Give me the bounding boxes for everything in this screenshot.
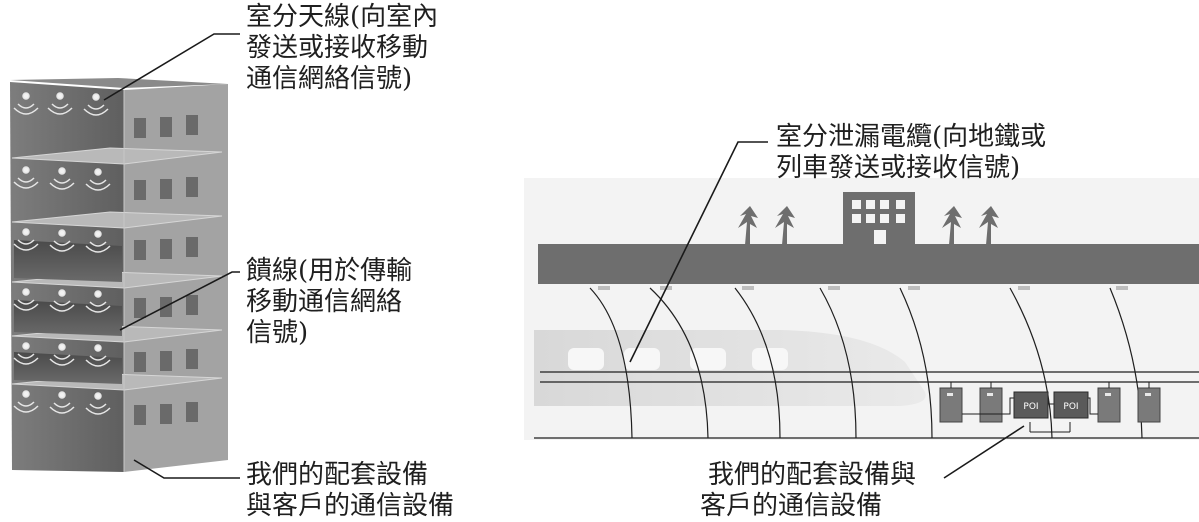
city-skyline [738,192,999,245]
poi-label: POI [1063,402,1078,412]
cable-leader-line [629,141,768,363]
antenna-row-4 [13,288,111,313]
tunnel-arches [589,287,1143,439]
antenna-row-5 [13,342,111,367]
equipment-cabinets [939,382,1161,433]
building-equipment-label: 我們的配套設備與客戶的通信設備 [246,460,455,521]
tunnel-illustration: POI POI [524,178,1199,440]
feeder-leader-line [119,271,240,331]
ground-band [538,244,1199,284]
building-leader-lines [103,33,240,479]
antenna-row-1 [13,92,109,116]
leaky-cable-label: 室分泄漏電纜(向地鐵或列車發送或接收信號) [776,122,1047,183]
tunnel-equipment-label: 我們的配套設備與客戶的通信設備 [700,460,917,521]
building-windows [134,115,198,425]
antenna-nodes [13,92,111,415]
leaky-cable-lines [540,371,1199,383]
antenna-label: 室分天線(向室內發送或接收移動通信網絡信號) [246,2,439,94]
poi-label: POI [1023,402,1038,412]
antenna-leader-line [103,33,240,101]
antenna-row-3 [13,228,111,253]
equipment-leader-line [133,459,240,479]
tunnel-leader-lines [629,141,1025,479]
antenna-row-6 [13,390,111,415]
antenna-row-2 [13,166,111,191]
building-roof [10,78,228,88]
poi-box-2: POI [1053,391,1089,419]
poi-box-1: POI [1013,391,1049,419]
tree-icons [738,206,999,245]
building-illustration [10,78,228,472]
feeder-label: 饋線(用於傳輸移動通信網絡信號) [246,256,413,348]
floor-interiors [14,240,122,384]
tunnel-equipment-leader-line [943,425,1025,479]
